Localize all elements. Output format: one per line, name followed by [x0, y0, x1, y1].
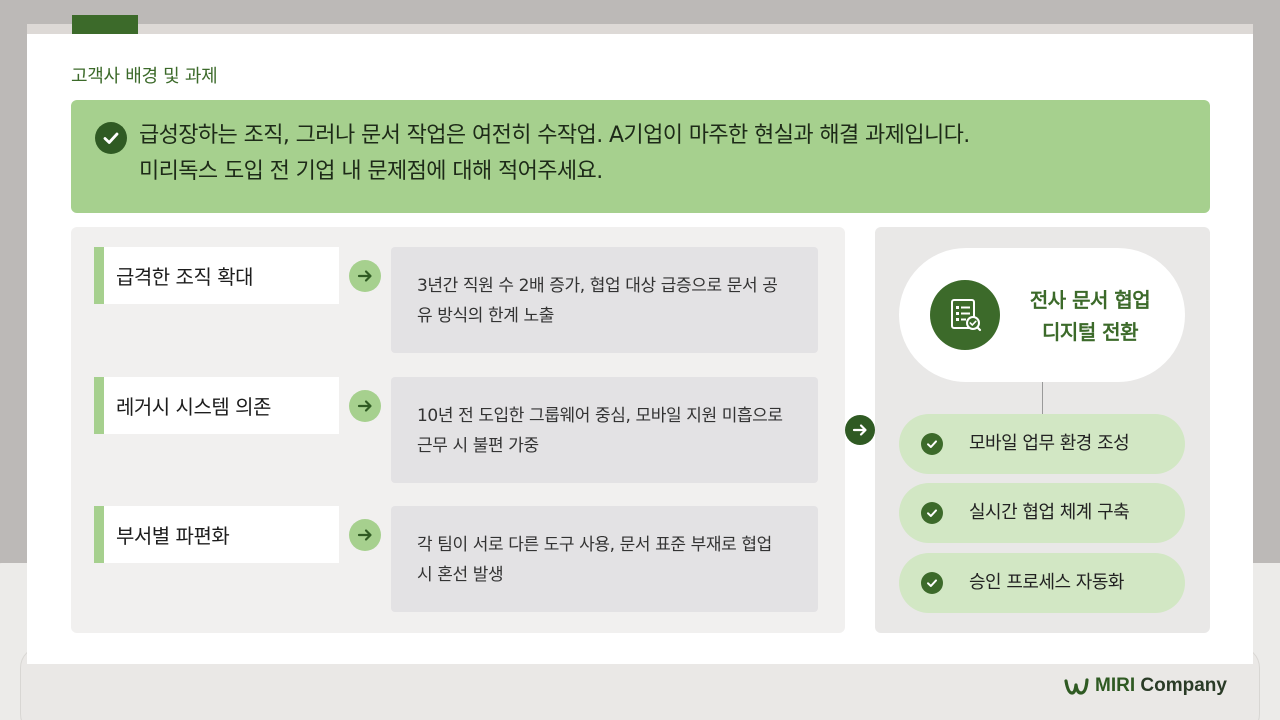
issue-label: 레거시 시스템 의존 — [94, 377, 339, 434]
arrow-right-icon — [845, 415, 875, 445]
section-title: 고객사 배경 및 과제 — [71, 66, 218, 87]
goal-title: 전사 문서 협업 디지털 전환 — [1010, 284, 1170, 348]
arrow-right-icon — [349, 260, 381, 292]
result-text: 실시간 협업 체계 구축 — [969, 502, 1130, 523]
document-checklist-icon — [930, 280, 1000, 350]
issue-label: 부서별 파편화 — [94, 506, 339, 563]
result-item: 실시간 협업 체계 구축 — [899, 483, 1185, 543]
result-item: 모바일 업무 환경 조성 — [899, 414, 1185, 474]
banner-text: 급성장하는 조직, 그러나 문서 작업은 여전히 수작업. A기업이 마주한 현… — [139, 118, 1190, 190]
issue-description: 3년간 직원 수 2배 증가, 협업 대상 급증으로 문서 공유 방식의 한계 … — [391, 247, 818, 353]
banner-line-2: 미리독스 도입 전 기업 내 문제점에 대해 적어주세요. — [139, 159, 603, 184]
issue-description: 각 팀이 서로 다른 도구 사용, 문서 표준 부재로 협업 시 혼선 발생 — [391, 506, 818, 612]
check-circle-icon — [921, 572, 943, 594]
result-item: 승인 프로세스 자동화 — [899, 553, 1185, 613]
brand-mark-icon — [1064, 678, 1089, 695]
check-circle-icon — [921, 502, 943, 524]
arrow-right-icon — [349, 519, 381, 551]
issue-label: 급격한 조직 확대 — [94, 247, 339, 304]
arrow-right-icon — [349, 390, 381, 422]
check-circle-icon — [95, 122, 127, 154]
brand-name: MIRI Company — [1095, 675, 1227, 697]
connector-line — [1042, 382, 1043, 414]
goal-line-2: 디지털 전환 — [1042, 320, 1138, 344]
brand-name-rest: Company — [1135, 675, 1227, 696]
brand-logo: MIRI Company — [1064, 673, 1227, 699]
check-circle-icon — [921, 433, 943, 455]
slide-tab-marker — [72, 15, 138, 34]
goal-card: 전사 문서 협업 디지털 전환 — [899, 248, 1185, 382]
summary-banner: 급성장하는 조직, 그러나 문서 작업은 여전히 수작업. A기업이 마주한 현… — [71, 100, 1210, 213]
issue-description: 10년 전 도입한 그룹웨어 중심, 모바일 지원 미흡으로 근무 시 불편 가… — [391, 377, 818, 483]
result-text: 승인 프로세스 자동화 — [969, 572, 1124, 593]
brand-name-accent: MIRI — [1095, 675, 1136, 696]
result-text: 모바일 업무 환경 조성 — [969, 433, 1130, 454]
goal-line-1: 전사 문서 협업 — [1029, 288, 1151, 312]
banner-line-1: 급성장하는 조직, 그러나 문서 작업은 여전히 수작업. A기업이 마주한 현… — [139, 123, 970, 148]
